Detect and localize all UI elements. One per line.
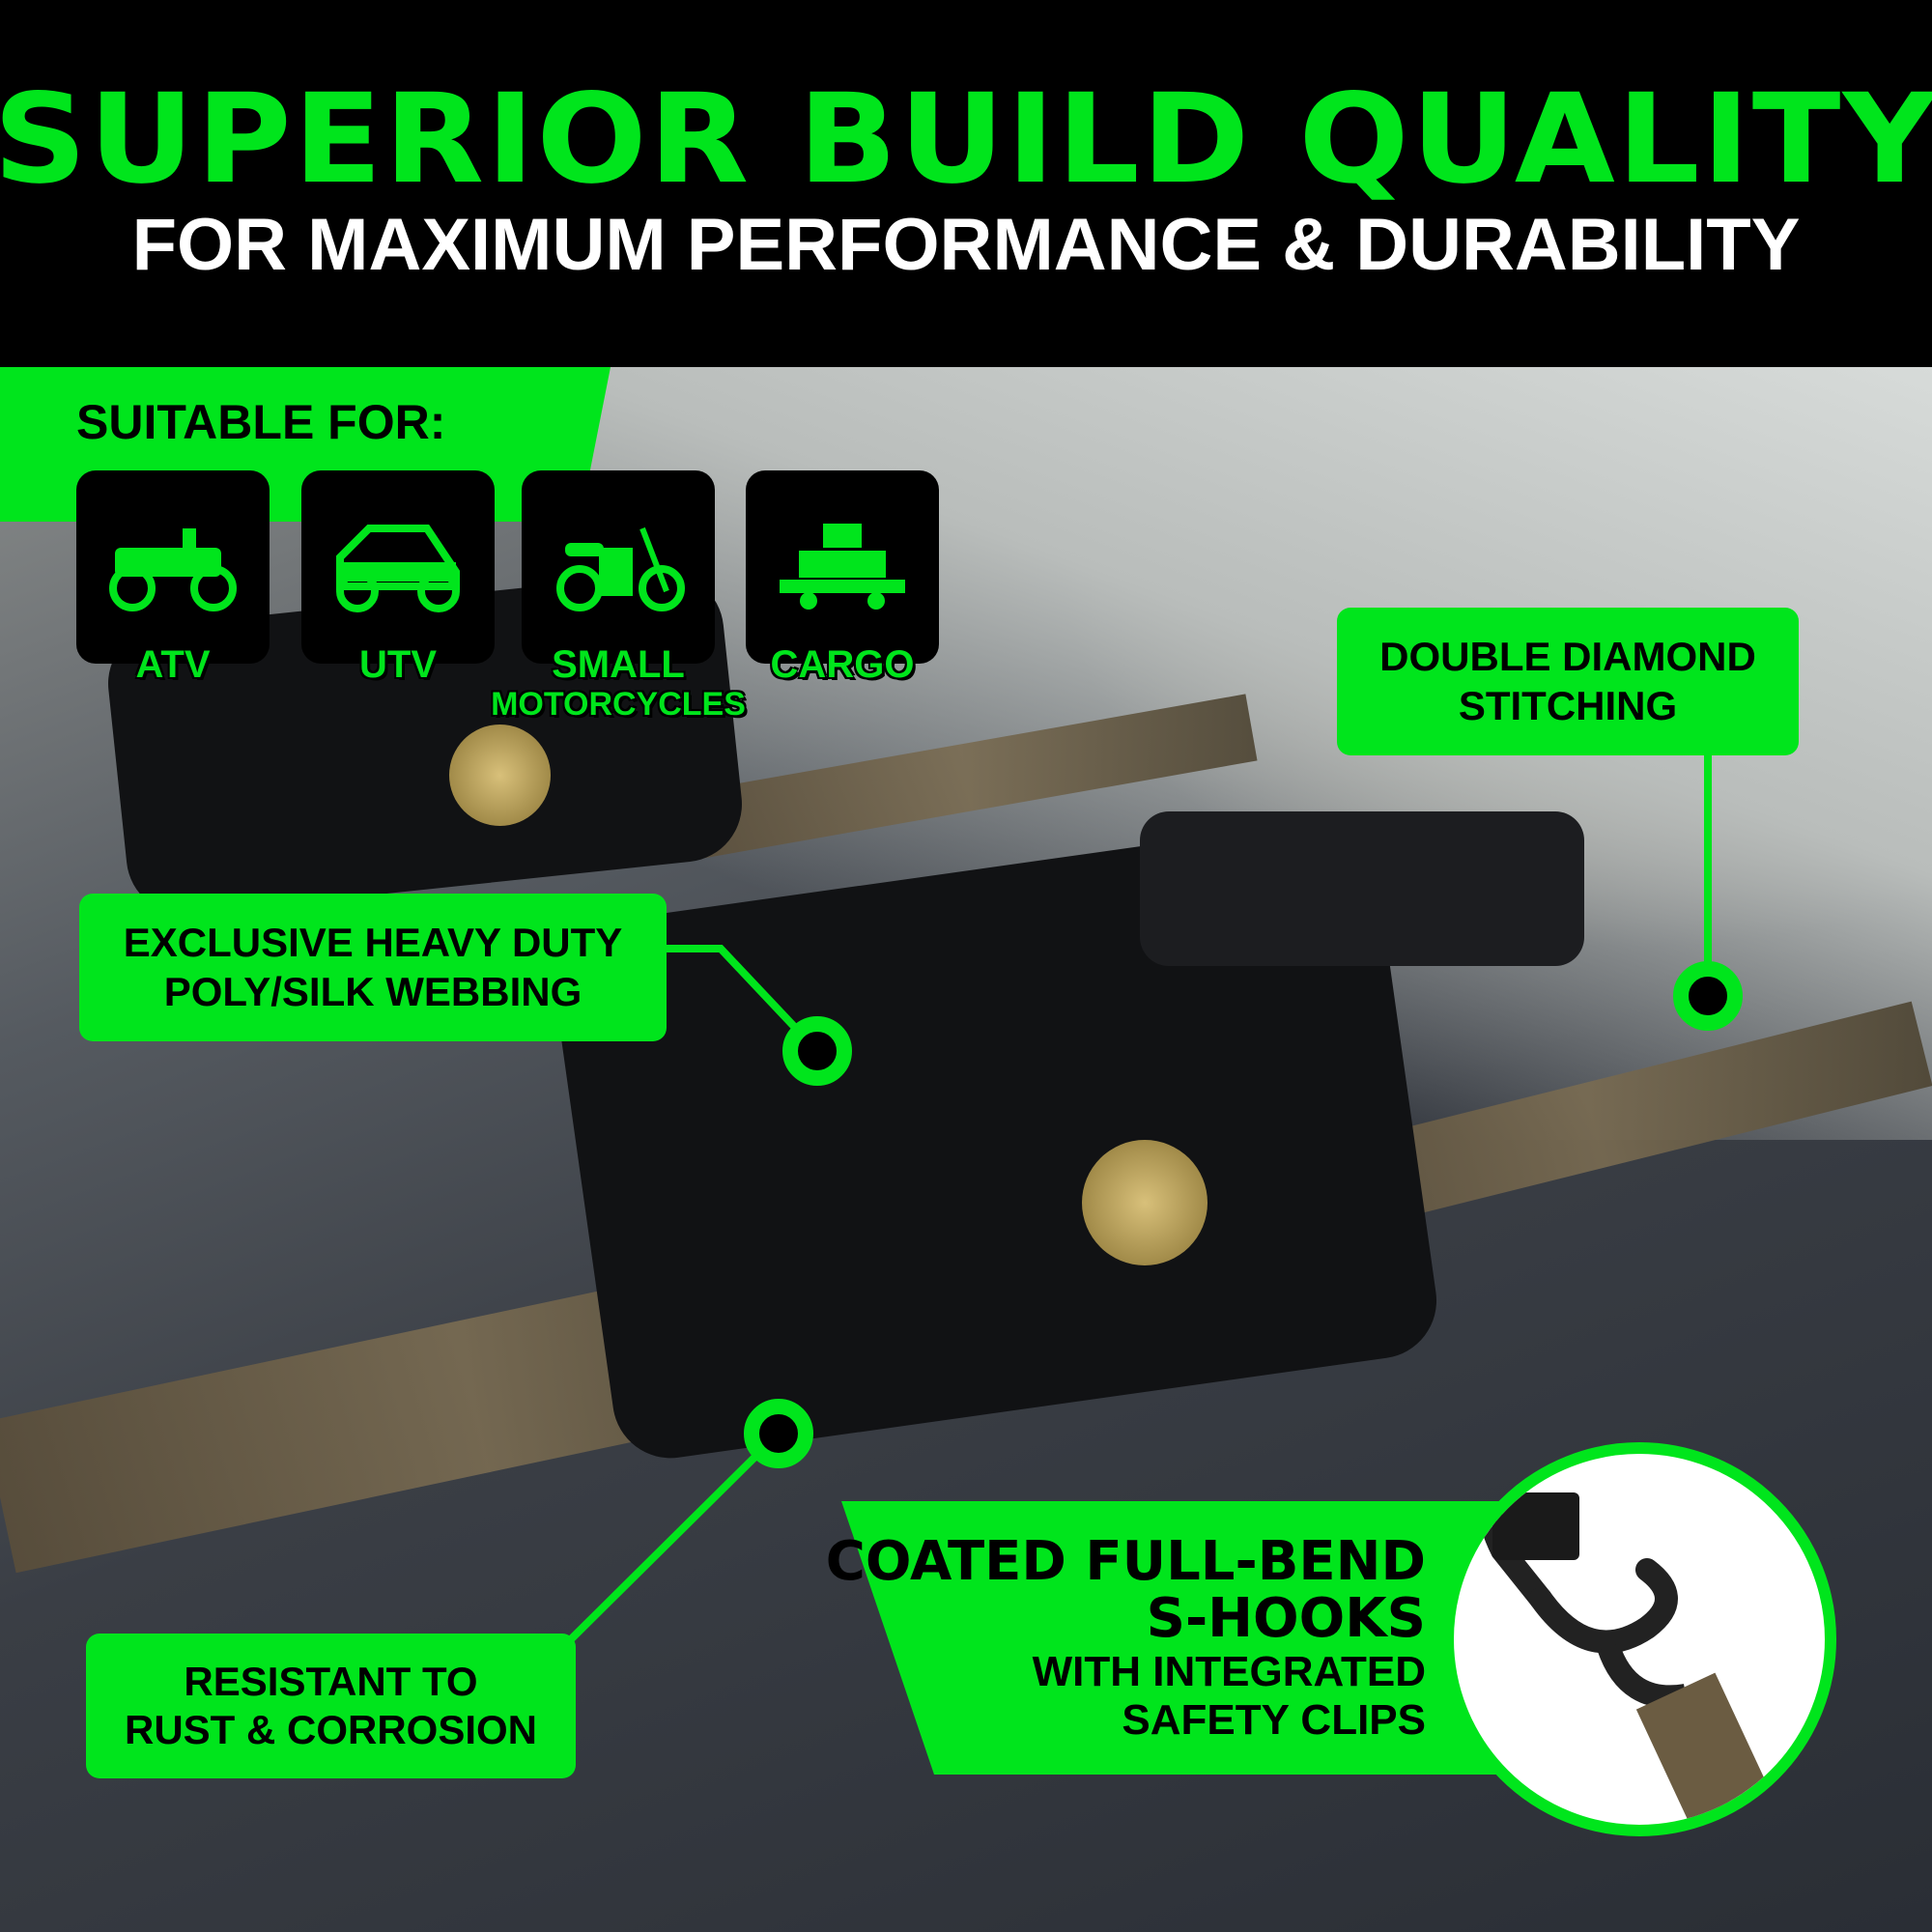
rust-marker-dot xyxy=(744,1399,813,1468)
webbing-marker-dot xyxy=(782,1016,852,1086)
rust-callout: RESISTANT TO RUST & CORROSION xyxy=(86,1634,576,1778)
webbing-line1: EXCLUSIVE HEAVY DUTY xyxy=(123,920,623,966)
page-title: SUPERIOR BUILD QUALITY xyxy=(0,68,1932,212)
hooks-line2: S-HOOKS xyxy=(1146,1586,1426,1650)
motorcycles-label: MOTORCYCLES xyxy=(491,686,746,723)
rust-line1: RESISTANT TO xyxy=(184,1658,478,1704)
hooks-line3: WITH INTEGRATED xyxy=(1032,1647,1426,1695)
cargo-box xyxy=(746,470,939,664)
s-hook-closeup xyxy=(1442,1442,1836,1836)
motorcycle-icon xyxy=(556,526,685,611)
utv-icon xyxy=(336,525,460,612)
cargo-truck-icon xyxy=(780,524,905,610)
suitable-for-label: SUITABLE FOR: xyxy=(76,395,446,449)
stitching-line2: STITCHING xyxy=(1458,682,1678,728)
utv-label: UTV xyxy=(359,643,437,686)
photo-bolt xyxy=(449,724,551,826)
photo-ratchet-handle xyxy=(1140,811,1584,966)
small-label: SMALL xyxy=(552,643,685,686)
rust-line2: RUST & CORROSION xyxy=(124,1707,537,1752)
hooks-callout: COATED FULL-BEND S-HOOKS WITH INTEGRATED… xyxy=(825,1530,1426,1746)
atv-box xyxy=(76,470,270,664)
stitching-line1: DOUBLE DIAMOND xyxy=(1379,634,1756,680)
utv-box xyxy=(301,470,495,664)
stitching-marker-dot xyxy=(1673,961,1743,1031)
motorcycle-box xyxy=(522,470,715,664)
stitching-callout: DOUBLE DIAMOND STITCHING xyxy=(1337,608,1799,755)
atv-label: ATV xyxy=(135,643,211,686)
header-banner: SUPERIOR BUILD QUALITY FOR MAXIMUM PERFO… xyxy=(0,0,1932,367)
hooks-line1: COATED FULL-BEND xyxy=(825,1530,1426,1593)
webbing-callout: EXCLUSIVE HEAVY DUTY POLY/SILK WEBBING xyxy=(79,894,667,1041)
hooks-line4: SAFETY CLIPS xyxy=(1122,1696,1426,1745)
atv-icon xyxy=(109,528,237,611)
page-subtitle: FOR MAXIMUM PERFORMANCE & DURABILITY xyxy=(131,204,1801,286)
webbing-line2: POLY/SILK WEBBING xyxy=(163,968,582,1014)
cargo-label: CARGO xyxy=(770,643,915,686)
s-hook-icon xyxy=(1478,1462,1797,1825)
photo-bolt xyxy=(1082,1140,1208,1265)
